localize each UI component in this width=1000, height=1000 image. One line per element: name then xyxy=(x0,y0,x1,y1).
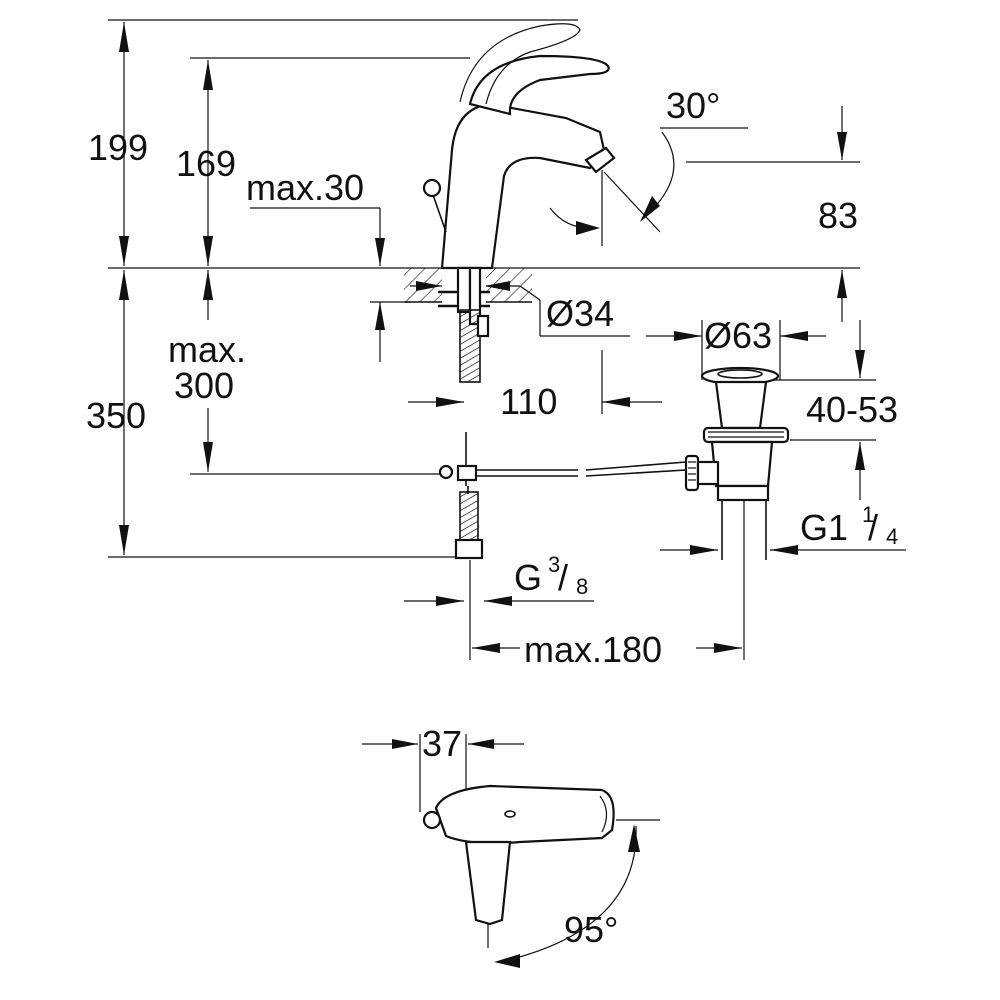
waste-thread-label: G1 xyxy=(800,507,848,548)
waste-thread-slash: / xyxy=(868,507,878,548)
dimension-40-53-label: 40-53 xyxy=(806,389,898,430)
dimension-199-label: 199 xyxy=(88,127,148,168)
dimension-max300-label-a: max. xyxy=(168,329,246,370)
dimension-max180 xyxy=(469,500,745,660)
waste-thread-numerator: 1 xyxy=(862,502,874,527)
dimension-max300 xyxy=(203,270,213,472)
faucet-side-view xyxy=(422,23,616,560)
dimension-169 xyxy=(203,60,213,266)
dimension-350-label: 350 xyxy=(86,395,146,436)
dimension-g1-1-4 xyxy=(660,545,906,555)
dimension-diameter-63-label: Ø63 xyxy=(704,315,772,356)
dimension-110-label: 110 xyxy=(500,381,557,422)
supply-thread-denominator: 8 xyxy=(576,574,588,599)
popup-rod xyxy=(438,432,687,486)
dimension-110 xyxy=(408,350,662,414)
dimension-169-label: 169 xyxy=(176,143,236,184)
dimension-g-3-8 xyxy=(404,596,594,606)
dimension-max300-label-b: 300 xyxy=(174,365,234,406)
dimension-max180-label: max.180 xyxy=(524,629,662,670)
waste-valve xyxy=(684,366,790,560)
dimension-37-label: 37 xyxy=(422,723,462,764)
angle-95-label: 95° xyxy=(564,909,618,950)
faucet-top-view xyxy=(362,734,660,968)
dimension-max30-label: max.30 xyxy=(246,167,364,208)
dimension-40-53 xyxy=(855,320,865,500)
supply-thread-numerator: 3 xyxy=(548,552,560,577)
dimension-diameter-63 xyxy=(646,320,826,380)
dimension-83 xyxy=(837,106,847,322)
dimension-199 xyxy=(119,22,129,266)
dimension-diameter-34-label: Ø34 xyxy=(546,293,614,334)
supply-thread-slash: / xyxy=(558,557,568,598)
waste-thread-denominator: 4 xyxy=(886,524,898,549)
dimension-83-label: 83 xyxy=(818,195,858,236)
angle-30-label: 30° xyxy=(666,85,720,126)
dimension-350 xyxy=(119,270,129,555)
angle-30 xyxy=(549,131,675,246)
supply-thread-label: G xyxy=(514,557,542,598)
dimension-max30 xyxy=(370,208,410,362)
